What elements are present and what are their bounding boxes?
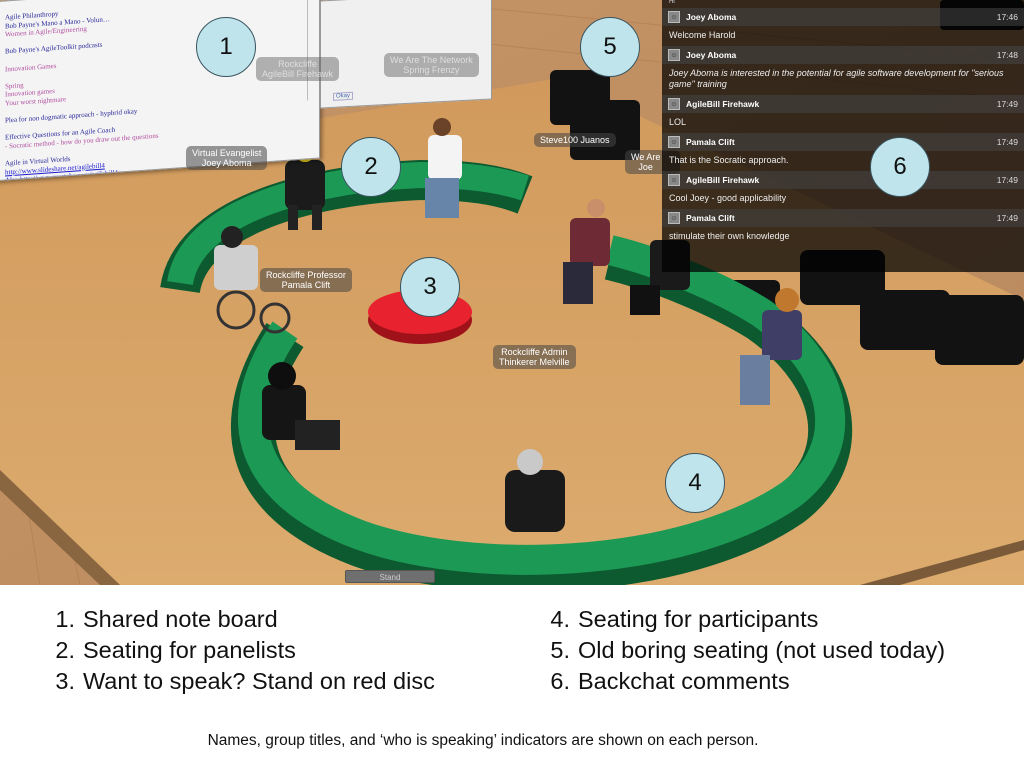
chat-message-header[interactable]: ☺ AgileBill Firehawk 17:49 — [662, 171, 1024, 189]
callout-4: 4 — [665, 453, 725, 513]
caption: Names, group titles, and ‘who is speakin… — [207, 732, 759, 749]
chat-sender-name: AgileBill Firehawk — [686, 175, 760, 185]
chat-sender-name: AgileBill Firehawk — [686, 99, 760, 109]
chat-message-text: LOL — [669, 117, 687, 127]
avatars — [214, 118, 802, 532]
callout-3: 3 — [400, 257, 460, 317]
legend-number: 1. — [55, 606, 75, 632]
chat-message-header[interactable]: ☺ Joey Aboma 17:48 — [662, 46, 1024, 64]
chat-timestamp: 17:48 — [996, 50, 1018, 60]
participant-bench — [230, 235, 853, 585]
chat-top-line: Hi — [669, 0, 675, 5]
chat-timestamp: 17:46 — [996, 12, 1018, 22]
callout-2: 2 — [341, 137, 401, 197]
legend-text: Old boring seating (not used today) — [578, 637, 946, 663]
chat-timestamp: 17:49 — [996, 137, 1018, 147]
legend-number: 6. — [550, 668, 570, 694]
chat-sender-name: Pamala Clift — [686, 213, 735, 223]
avatar-black-hair — [262, 362, 340, 450]
virtual-world-viewport[interactable]: Agile Philanthropy Bob Payne's Mano a Ma… — [0, 0, 1024, 585]
avatar-maroon — [563, 199, 610, 304]
chat-timestamp: 17:49 — [996, 175, 1018, 185]
chat-message-header[interactable]: ☺ Pamala Clift 17:49 — [662, 209, 1024, 227]
legend-item: 6. Backchat comments — [532, 666, 945, 697]
avatar-grey-hair — [505, 449, 565, 532]
avatar-white-shirt — [425, 118, 462, 218]
legend-item: 1. Shared note board — [37, 604, 435, 635]
chat-message-text: Welcome Harold — [669, 30, 736, 40]
user-avatar-icon: ☺ — [668, 11, 680, 23]
callout-5: 5 — [580, 17, 640, 77]
chat-message-header[interactable]: ☺ AgileBill Firehawk 17:49 — [662, 95, 1024, 113]
name-tag-text: Steve100 Juanos — [540, 135, 610, 145]
user-avatar-icon: ☺ — [668, 212, 680, 224]
callout-6: 6 — [870, 137, 930, 197]
legend-item: 5. Old boring seating (not used today) — [532, 635, 945, 666]
stand-button[interactable]: Stand — [345, 570, 435, 583]
chat-timestamp: 17:49 — [996, 213, 1018, 223]
legend-right: 4. Seating for participants 5. Old boring s… — [532, 604, 945, 697]
chat-message-text: stimulate their own knowledge — [669, 231, 790, 241]
board-ok-button[interactable]: Okay — [333, 91, 354, 101]
shared-note-board[interactable]: Agile Philanthropy Bob Payne's Mano a Ma… — [0, 0, 320, 182]
platform-edge — [0, 470, 120, 585]
legend-text: Shared note board — [83, 606, 278, 632]
legend-item: 4. Seating for participants — [532, 604, 945, 635]
avatar-fox — [740, 288, 802, 405]
legend-text: Backchat comments — [578, 668, 790, 694]
chat-sender-name: Joey Aboma — [686, 12, 737, 22]
chat-sender-name: Joey Aboma — [686, 50, 737, 60]
legend-left: 1. Shared note board 2. Seating for panelis… — [37, 604, 435, 697]
user-avatar-icon: ☺ — [668, 49, 680, 61]
chat-message-text: Cool Joey - good applicability — [669, 193, 787, 203]
legend-number: 2. — [55, 637, 75, 663]
legend-number: 3. — [55, 668, 75, 694]
chat-timestamp: 17:49 — [996, 99, 1018, 109]
legend-item: 2. Seating for panelists — [37, 635, 435, 666]
chat-message-header[interactable]: ☺ Joey Aboma 17:46 — [662, 8, 1024, 26]
name-tag-steve: Steve100 Juanos — [534, 133, 616, 147]
user-avatar-icon: ☺ — [668, 98, 680, 110]
note-board-scrollbar[interactable] — [307, 0, 315, 101]
legend-text: Seating for panelists — [83, 637, 296, 663]
legend-text: Want to speak? Stand on red disc — [83, 668, 435, 694]
legend-number: 4. — [550, 606, 570, 632]
legend-text: Seating for participants — [578, 606, 819, 632]
user-avatar-icon: ☺ — [668, 174, 680, 186]
user-avatar-icon: ☺ — [668, 136, 680, 148]
chat-sender-name: Pamala Clift — [686, 137, 735, 147]
chat-message-text: Joey Aboma is interested in the potentia… — [669, 68, 1004, 89]
legend-item: 3. Want to speak? Stand on red disc — [37, 666, 435, 697]
chat-message-header[interactable]: ☺ Pamala Clift 17:49 — [662, 133, 1024, 151]
callout-1: 1 — [196, 17, 256, 77]
avatar-wheelchair — [214, 226, 291, 334]
platform-edge-right — [860, 540, 1024, 585]
chat-message-text: That is the Socratic approach. — [669, 155, 789, 165]
legend-number: 5. — [550, 637, 570, 663]
